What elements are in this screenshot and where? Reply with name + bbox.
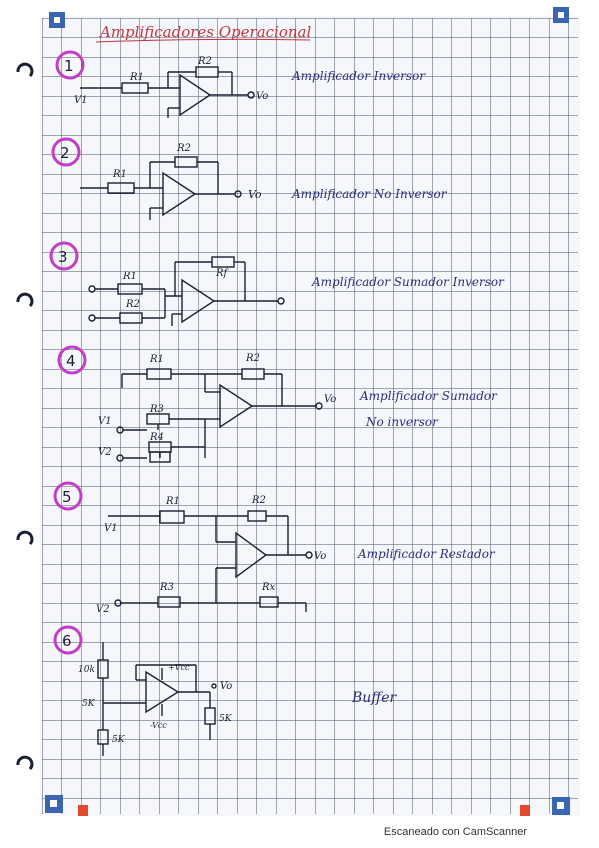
circuit-6 [97, 642, 217, 756]
label-5k-bottom: 5K [112, 735, 126, 745]
label-r3: R3 [149, 404, 164, 415]
label-r2: R2 [245, 353, 260, 364]
circuit-5 [108, 510, 313, 612]
section-number: 5 [62, 488, 72, 506]
binder-holes [16, 62, 34, 771]
section-5: 5 R1 R2 R3 Rx V1 V2 Vo [53, 481, 496, 615]
section-number-circle [57, 345, 87, 375]
section-number: 6 [62, 632, 72, 650]
label-r2: R2 [176, 143, 191, 154]
section-number: 4 [66, 352, 76, 370]
section-number-circle [55, 50, 85, 80]
section-caption: Amplificador Inversor [291, 69, 426, 83]
section-caption: Amplificador Restador [357, 547, 496, 561]
label-r2: R2 [125, 299, 140, 310]
label-v2: V2 [98, 447, 112, 458]
corner-marks [45, 7, 570, 818]
section-number-circle [53, 481, 83, 511]
label-rf: Rf [215, 268, 230, 279]
section-4: 4 R1 R2 [57, 345, 498, 463]
circuit-2 [80, 156, 242, 220]
label-r1: R1 [122, 271, 137, 282]
label-vout: Vo [324, 394, 336, 405]
label-r2: R2 [251, 495, 266, 506]
page-title: Amplificadores Operacional [98, 23, 311, 41]
section-number: 2 [60, 144, 70, 162]
section-number: 3 [58, 248, 68, 266]
label-r1: R1 [129, 72, 144, 83]
label-5k-left: 5K [82, 699, 96, 709]
label-vout: Vo [220, 681, 232, 692]
label-r1: R1 [149, 354, 164, 365]
scanner-watermark: Escaneado con CamScanner [383, 826, 527, 838]
grid-lines [42, 18, 578, 814]
label-r4: R4 [149, 432, 164, 443]
section-number-circle [51, 137, 81, 167]
section-caption: Amplificador No Inversor [291, 187, 448, 201]
circuit-4 [116, 368, 323, 463]
circuit-1 [80, 66, 255, 118]
label-vin: V1 [74, 95, 88, 106]
section-number-circle [49, 241, 79, 271]
section-2: 2 R1 R2 Vo Amplificador No Inversor [51, 137, 448, 220]
section-3: 3 R1 R2 Rf Amplificador Sumador In [49, 241, 505, 326]
label-r3: R3 [159, 582, 174, 593]
scanner-footer: Escaneado con CamScanner [0, 816, 599, 848]
section-caption: Buffer [351, 690, 398, 706]
section-number: 1 [64, 57, 74, 75]
section-caption: Amplificador Sumador Inversor [311, 275, 505, 289]
label-r2: R2 [197, 56, 212, 67]
label-rx: Rx [261, 582, 276, 593]
label-vcc-neg: -Vcc [150, 721, 167, 730]
label-vout: Vo [248, 188, 262, 201]
section-caption-line2: No inversor [365, 415, 439, 429]
label-v1: V1 [98, 416, 112, 427]
label-v2: V2 [96, 604, 110, 615]
label-vout: Vo [314, 551, 326, 562]
label-r1: R1 [112, 169, 127, 180]
label-r1: R1 [165, 496, 180, 507]
section-number-circle [53, 625, 83, 655]
label-v1: V1 [104, 523, 118, 534]
circuit-3 [88, 256, 285, 326]
label-5k-right: 5K [219, 714, 233, 724]
label-10k: 10k [78, 665, 95, 675]
section-6: 6 10k 5K 5K 5K +Vcc -Vcc Vo Buff [53, 625, 398, 756]
title-underline [95, 38, 311, 43]
label-vcc-pos: +Vcc [168, 663, 190, 672]
label-vout: Vo [256, 91, 268, 102]
section-caption-line1: Amplificador Sumador [359, 389, 498, 403]
section-1: 1 R1 R2 V1 Vo Amplificador Inversor [55, 50, 426, 118]
